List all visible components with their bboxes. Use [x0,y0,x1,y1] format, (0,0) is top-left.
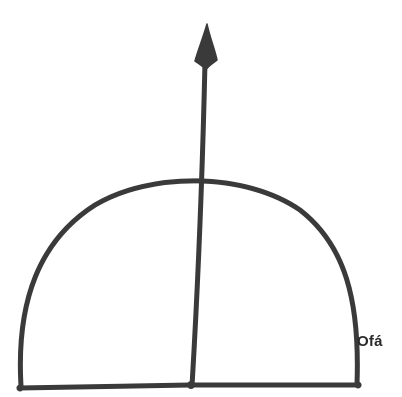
bow-arc [20,181,357,386]
string-knot-center [187,381,195,389]
string-knot-left [17,385,24,392]
string-knot-right [355,382,362,389]
symbol-caption: Ofá [357,333,383,350]
arrow-shaft [192,62,205,386]
bow-and-arrow-drawing [17,62,362,392]
arrowhead [195,24,217,70]
